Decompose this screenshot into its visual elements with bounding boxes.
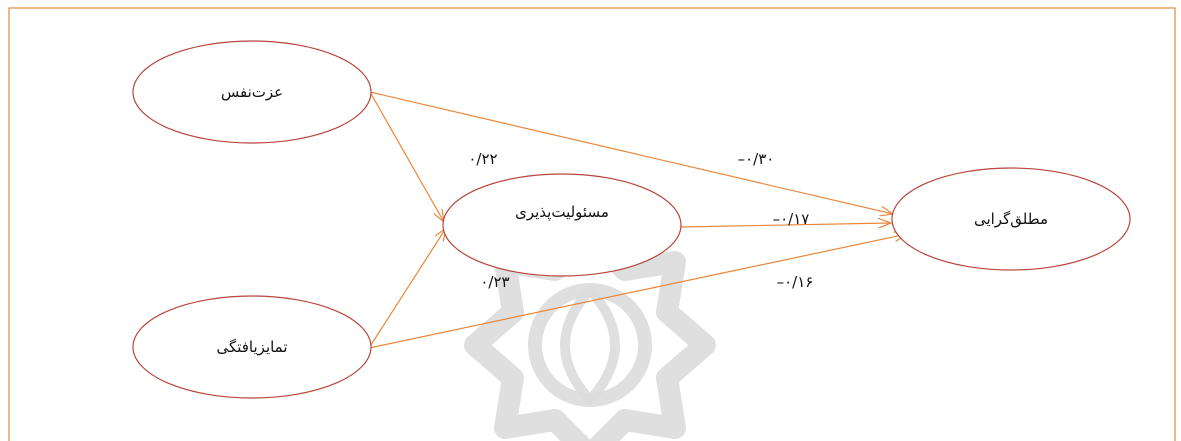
- coef-self-esteem-to-responsibility: ۰/۲۲: [468, 150, 497, 168]
- edge-self-esteem-to-responsibility: [370, 92, 444, 222]
- node-differentiation-label: تمایزیافتگی: [216, 338, 287, 356]
- node-self-esteem-label: عزت‌نفس: [221, 83, 283, 101]
- node-perfectionism-label: مطلق‌گرایی: [974, 210, 1048, 228]
- node-self-esteem: عزت‌نفس: [133, 41, 371, 143]
- node-perfectionism: مطلق‌گرایی: [892, 168, 1130, 270]
- coef-responsibility-to-perfectionism: –۰/۱۷: [773, 210, 810, 228]
- coef-differentiation-to-perfectionism: –۰/۱۶: [777, 273, 814, 291]
- coef-differentiation-to-responsibility: ۰/۲۳: [480, 273, 509, 291]
- node-responsibility: مسئولیت‌پذیری: [443, 174, 681, 276]
- node-differentiation: تمایزیافتگی: [133, 296, 371, 398]
- node-responsibility-label: مسئولیت‌پذیری: [515, 203, 609, 222]
- edge-differentiation-to-responsibility: [369, 228, 446, 348]
- coef-self-esteem-to-perfectionism: –۰/۳۰: [738, 150, 775, 168]
